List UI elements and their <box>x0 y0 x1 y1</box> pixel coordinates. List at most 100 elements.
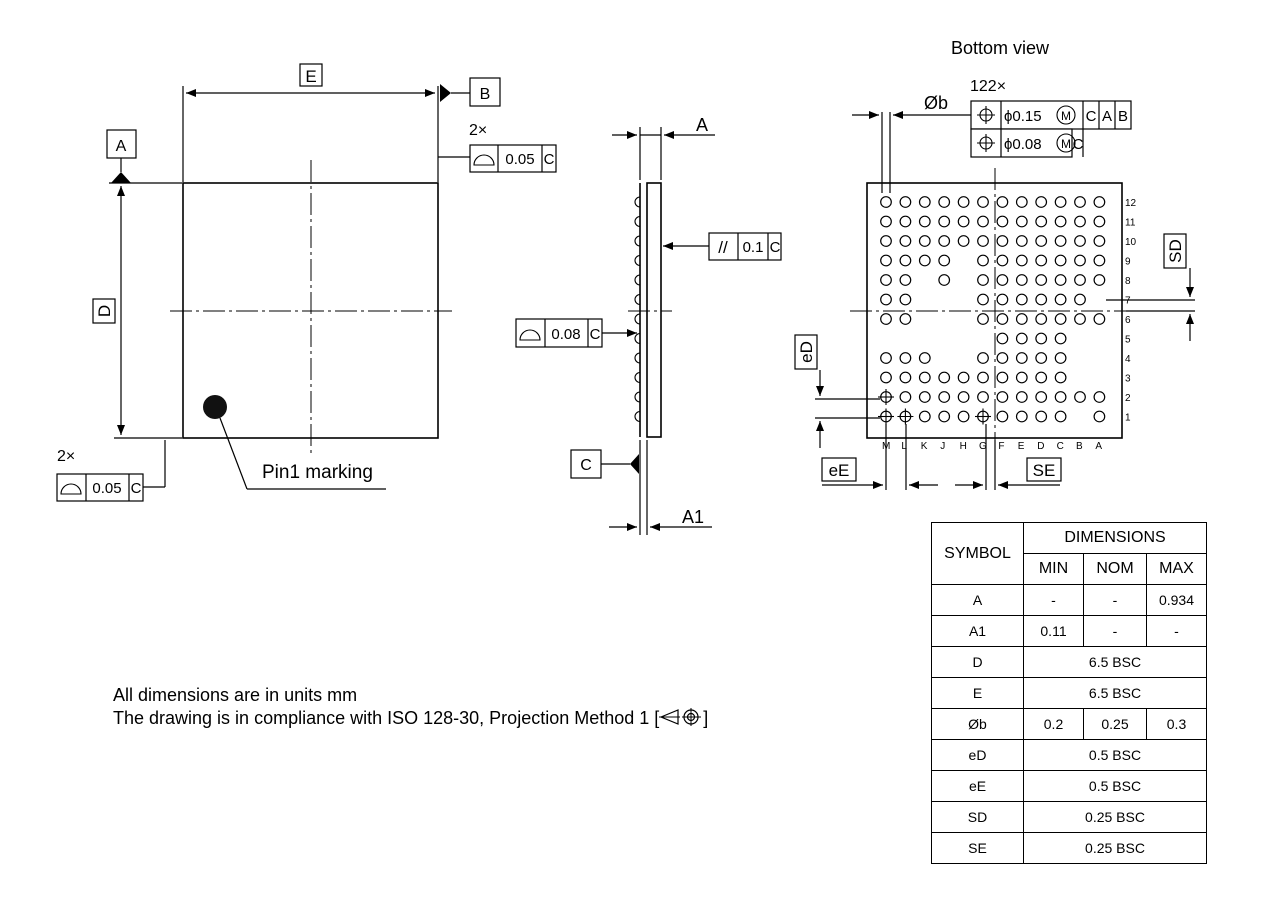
row-label: 1 <box>1125 413 1131 424</box>
mmc-icon <box>1056 105 1076 125</box>
count-2x-top: 2× <box>469 122 487 139</box>
side-ball <box>634 352 641 364</box>
count-2x-bottom: 2× <box>57 448 75 465</box>
table-cell-span: 0.25 BSC <box>1023 801 1207 833</box>
datum-b-label: B <box>480 86 491 103</box>
ball <box>1054 196 1067 208</box>
ball <box>977 293 989 306</box>
table-cell-symbol: E <box>931 677 1024 709</box>
ball <box>899 391 912 403</box>
ball <box>1054 313 1067 325</box>
ball <box>899 274 912 286</box>
ball <box>977 196 989 208</box>
side-ball-profile <box>634 196 641 423</box>
ball <box>918 215 931 228</box>
table-cell-symbol: eE <box>931 770 1024 802</box>
ball <box>1093 196 1106 208</box>
side-ball <box>634 235 641 247</box>
table-cell-span: 6.5 BSC <box>1023 677 1207 709</box>
ball <box>1054 391 1067 403</box>
ball <box>1054 352 1067 364</box>
dim-e-label: E <box>305 67 316 86</box>
ball <box>899 196 912 208</box>
side-ball <box>634 313 641 325</box>
column-label: K <box>921 441 928 452</box>
ball <box>1035 371 1048 384</box>
ball <box>1093 235 1106 247</box>
ball <box>996 332 1009 345</box>
ball <box>1035 274 1048 286</box>
dim-a-label: A <box>696 115 708 135</box>
side-ball <box>634 332 641 345</box>
ball <box>1015 332 1028 345</box>
ball <box>918 352 931 364</box>
table-cell-min: 0.11 <box>1023 615 1084 647</box>
column-label: B <box>1076 441 1083 452</box>
header-nom: NOM <box>1083 553 1147 585</box>
row-label: 10 <box>1125 237 1137 248</box>
ball <box>899 371 912 384</box>
ball <box>899 313 912 325</box>
note-units: All dimensions are in units mm <box>113 685 358 705</box>
table-cell-max: - <box>1146 615 1207 647</box>
ball <box>1054 371 1067 384</box>
datum-a-label: A <box>116 138 127 155</box>
svg-text:A: A <box>1102 108 1112 125</box>
ball <box>918 371 931 384</box>
ball <box>1074 254 1086 267</box>
dim-sd-label: SD <box>1166 239 1185 263</box>
mmc-icon <box>1056 133 1076 153</box>
ball <box>1054 293 1067 306</box>
ball <box>977 371 989 384</box>
ball <box>938 196 951 208</box>
ball <box>880 313 892 325</box>
column-label: A <box>1095 441 1102 452</box>
side-ball <box>634 410 641 423</box>
ball <box>1015 196 1028 208</box>
position-icon <box>977 134 995 152</box>
row-label: 8 <box>1125 276 1131 287</box>
ball <box>1015 352 1028 364</box>
side-ball <box>634 274 641 286</box>
ball <box>1015 391 1028 403</box>
ball <box>996 274 1009 286</box>
ball <box>1074 391 1086 403</box>
parallelism-icon: // <box>718 238 728 257</box>
ball <box>1035 352 1048 364</box>
ball <box>996 313 1009 325</box>
ball <box>977 313 989 325</box>
ball <box>880 215 892 228</box>
ball <box>977 391 989 403</box>
side-ball <box>634 293 641 306</box>
ball <box>1093 274 1106 286</box>
ball <box>1015 410 1028 423</box>
svg-text:C: C <box>131 480 142 497</box>
profile-fcf-side: 0.08 C <box>515 318 603 348</box>
table-cell-span: 6.5 BSC <box>1023 646 1207 678</box>
ball <box>1054 274 1067 286</box>
parallelism-fcf: // 0.1 C <box>708 232 782 261</box>
ball <box>1074 293 1086 306</box>
ball <box>957 196 970 208</box>
table-cell-max: 0.934 <box>1146 584 1207 616</box>
ball <box>1015 254 1028 267</box>
ball <box>899 215 912 228</box>
ball <box>899 293 912 306</box>
column-label: G <box>979 441 987 452</box>
drawing-notes: All dimensions are in units mm The drawi… <box>113 684 708 730</box>
svg-text:C: C <box>770 239 781 256</box>
ball <box>957 371 970 384</box>
svg-text:M: M <box>1061 137 1071 151</box>
column-label: C <box>1057 441 1064 452</box>
ball <box>880 196 892 208</box>
row-label: 2 <box>1125 393 1131 404</box>
ball <box>938 391 951 403</box>
svg-text:ϕ0.08: ϕ0.08 <box>1004 136 1042 153</box>
surface-profile-icon <box>60 483 82 495</box>
dim-se-label: SE <box>1033 461 1056 480</box>
column-label: H <box>960 441 967 452</box>
header-min: MIN <box>1023 553 1084 585</box>
